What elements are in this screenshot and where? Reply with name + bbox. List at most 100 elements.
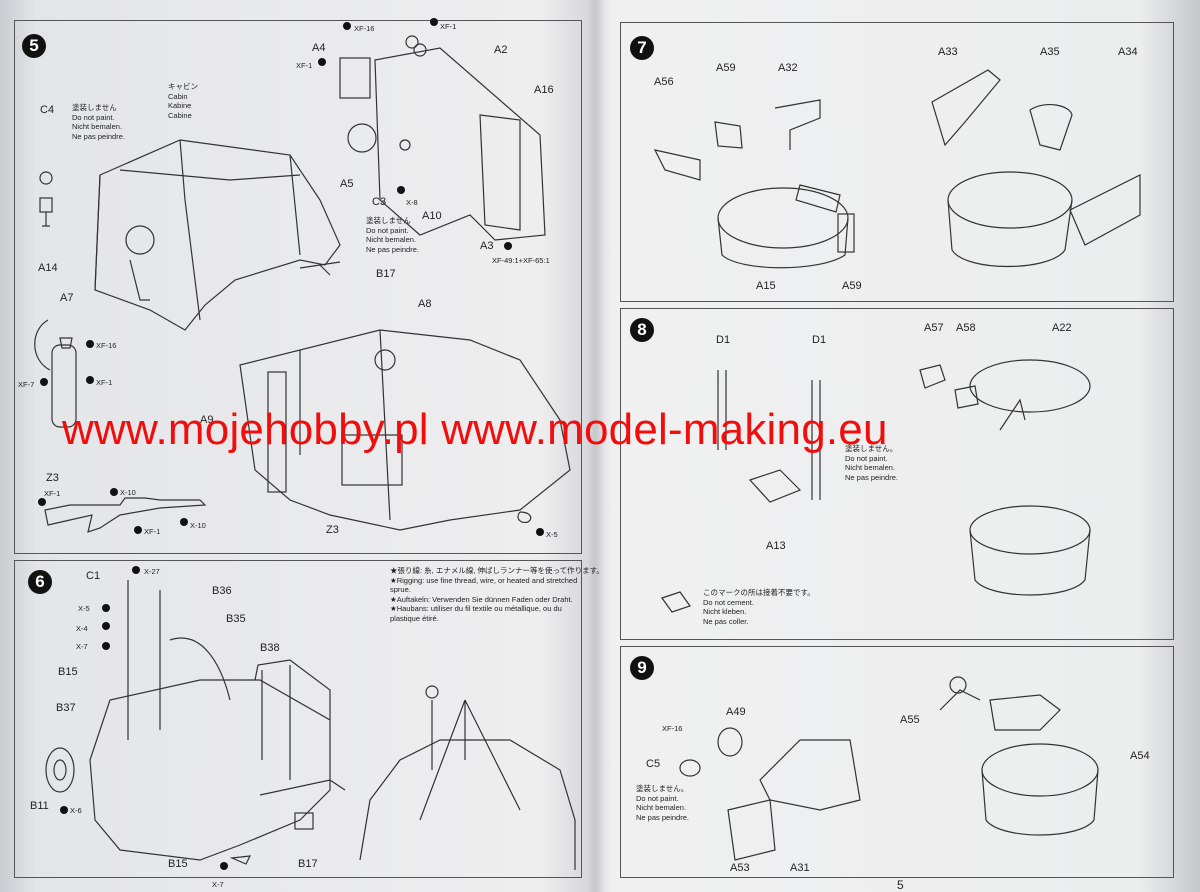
label-b17-a: B17	[376, 268, 396, 280]
paint-dot	[343, 22, 351, 30]
paint-x5-a: X-5	[546, 530, 558, 539]
paint-dot	[504, 242, 512, 250]
paint-dot	[318, 58, 326, 66]
paint-x7-b: X-7	[212, 880, 224, 889]
label-c3: C3	[372, 196, 387, 208]
paint-dot	[536, 528, 544, 536]
label-a58: A58	[956, 322, 976, 334]
cabin-fr: Cabine	[168, 110, 192, 120]
note-en: Do not paint.	[845, 453, 888, 463]
label-c4: C4	[40, 104, 55, 116]
paint-x7-a: X-7	[76, 642, 88, 651]
note-fr: Ne pas peindre.	[366, 244, 419, 254]
cabin-note: キャビン Cabin Kabine Cabine	[168, 82, 198, 120]
label-b17-b: B17	[298, 858, 318, 870]
paint-x27: X-27	[144, 567, 160, 576]
step-9-panel	[620, 646, 1174, 878]
paint-dot	[134, 526, 142, 534]
paint-dot	[180, 518, 188, 526]
note-en: Do not paint.	[366, 225, 409, 235]
paint-note-c3: 塗装しません Do not paint. Nicht bemalen. Ne p…	[366, 216, 419, 254]
label-a57: A57	[924, 322, 944, 334]
cabin-de: Kabine	[168, 101, 192, 110]
step-7-panel	[620, 22, 1174, 302]
label-a53: A53	[730, 862, 750, 874]
note-fr: Ne pas peindre.	[636, 812, 689, 822]
label-a32: A32	[778, 62, 798, 74]
paint-dot	[102, 642, 110, 650]
paint-dot	[110, 488, 118, 496]
note-jp: 塗装しません	[366, 216, 411, 225]
paint-mix: XF-49:1+XF-65:1	[492, 256, 550, 265]
label-a59-b: A59	[842, 280, 862, 292]
paint-dot	[60, 806, 68, 814]
label-a7: A7	[60, 292, 74, 304]
step-5-panel	[14, 20, 582, 554]
paint-x5-b: X-5	[78, 604, 90, 613]
step-5-number: 5	[22, 34, 46, 58]
rigging-jp: ★張り線: 糸, エナメル線, 伸ばしランナー等を使って作ります。	[390, 566, 604, 575]
step-8-panel	[620, 308, 1174, 640]
label-a59-a: A59	[716, 62, 736, 74]
cement-note: このマークの所は接着不要です。 Do not cement. Nicht kle…	[703, 588, 815, 626]
step-6-panel	[14, 560, 582, 878]
label-a35: A35	[1040, 46, 1060, 58]
label-a13: A13	[766, 540, 786, 552]
cabin-jp: キャビン	[168, 82, 198, 91]
step-8-number: 8	[630, 318, 654, 342]
cabin-en: Cabin	[168, 91, 188, 101]
note-jp: 塗装しません。	[845, 444, 898, 453]
label-a14: A14	[38, 262, 58, 274]
paint-xf16-b: XF-16	[96, 341, 117, 350]
paint-dot	[102, 604, 110, 612]
label-a9: A9	[200, 414, 214, 426]
label-z3-a: Z3	[46, 472, 59, 484]
label-a31: A31	[790, 862, 810, 874]
note-de: Nicht bemalen.	[636, 803, 687, 812]
note-en: Do not paint.	[72, 112, 115, 122]
paint-dot	[220, 862, 228, 870]
paint-xf7: XF-7	[18, 380, 35, 389]
paint-dot	[102, 622, 110, 630]
note-jp: 塗装しません。	[636, 784, 689, 793]
label-a54: A54	[1130, 750, 1150, 762]
label-a10: A10	[422, 210, 442, 222]
label-b37: B37	[56, 702, 76, 714]
paint-xf1-d: XF-1	[44, 489, 61, 498]
page-number: 5	[897, 878, 904, 892]
paint-dot	[86, 340, 94, 348]
paint-note-c4: 塗装しません Do not paint. Nicht bemalen. Ne p…	[72, 103, 125, 141]
label-a56: A56	[654, 76, 674, 88]
page-gutter	[588, 0, 604, 892]
rigging-fr-2: plastique étiré.	[390, 613, 439, 623]
step-6-number: 6	[28, 570, 52, 594]
rigging-note: ★張り線: 糸, エナメル線, 伸ばしランナー等を使って作ります。 ★Riggi…	[390, 566, 604, 623]
label-a2: A2	[494, 44, 508, 56]
step-7-number: 7	[630, 36, 654, 60]
note-de: Nicht bemalen.	[366, 235, 417, 244]
paint-dot	[38, 498, 46, 506]
note-jp: 塗装しません	[72, 103, 117, 112]
paint-dot	[132, 566, 140, 574]
paint-x10-b: X-10	[190, 521, 206, 530]
paint-x4: X-4	[76, 624, 88, 633]
label-a3: A3	[480, 240, 494, 252]
paint-x6: X-6	[70, 806, 82, 815]
label-b15-a: B15	[58, 666, 78, 678]
paint-dot	[397, 186, 405, 194]
note-de: Nicht bemalen.	[845, 463, 896, 472]
label-a33: A33	[938, 46, 958, 58]
paint-xf1-e: XF-1	[144, 527, 161, 536]
cement-fr: Ne pas coller.	[703, 616, 749, 626]
label-a49: A49	[726, 706, 746, 718]
cement-de: Nicht kleben.	[703, 607, 747, 616]
paint-xf1-c: XF-1	[96, 378, 113, 387]
note-de: Nicht bemalen.	[72, 122, 123, 131]
note-fr: Ne pas peindre.	[845, 472, 898, 482]
paint-dot	[430, 18, 438, 26]
